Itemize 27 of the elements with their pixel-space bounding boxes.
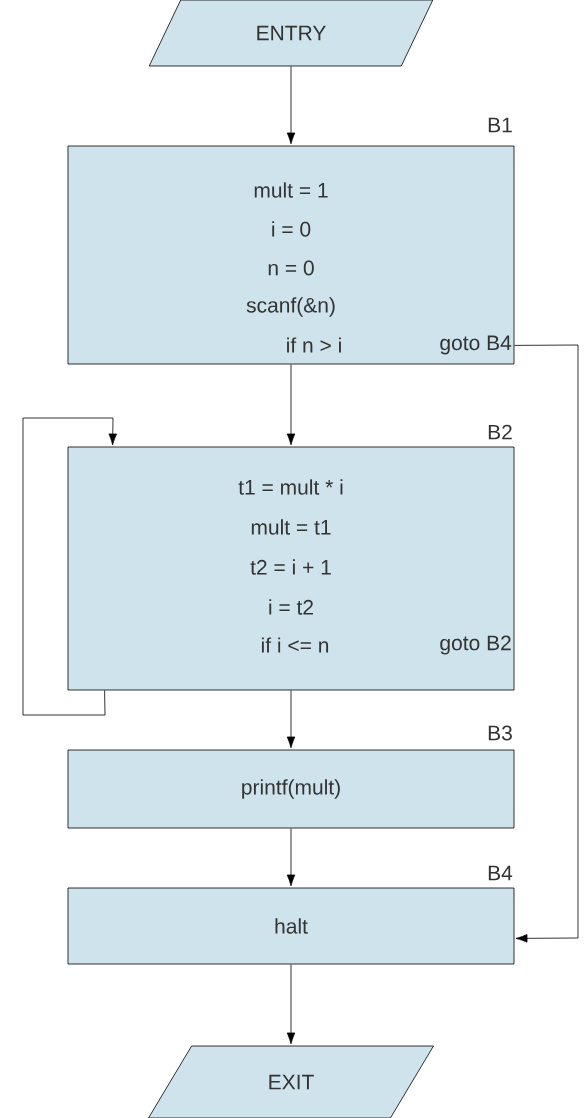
exit-label: EXIT [148,1045,434,1118]
arrow [286,690,296,749]
code-line: if n > i [287,337,341,353]
arrow [286,828,296,887]
code-line: goto B2 [440,635,511,655]
arrow [514,344,579,943]
code-line: i = 0 [272,221,311,237]
block-label: B2 [488,424,512,440]
code-line: t2 = i + 1 [250,559,331,575]
code-line: if i <= n [262,637,329,653]
code-line: scanf(&n) [246,297,335,317]
block-label: B1 [488,117,512,133]
arrow [22,417,117,716]
arrow [286,66,296,145]
code-line: halt [275,918,308,934]
code-line: t1 = mult * i [238,479,343,495]
entry-label: ENTRY [148,0,434,67]
block-label: B4 [488,865,513,881]
code-line: goto B4 [440,335,512,355]
arrow [286,364,296,446]
code-line: i = t2 [269,599,313,615]
block-label: B3 [488,725,512,741]
arrow [286,964,296,1045]
code-line: mult = 1 [254,182,328,198]
code-line: printf(mult) [242,779,340,799]
code-line: mult = t1 [251,519,331,535]
code-line: n = 0 [268,260,314,276]
